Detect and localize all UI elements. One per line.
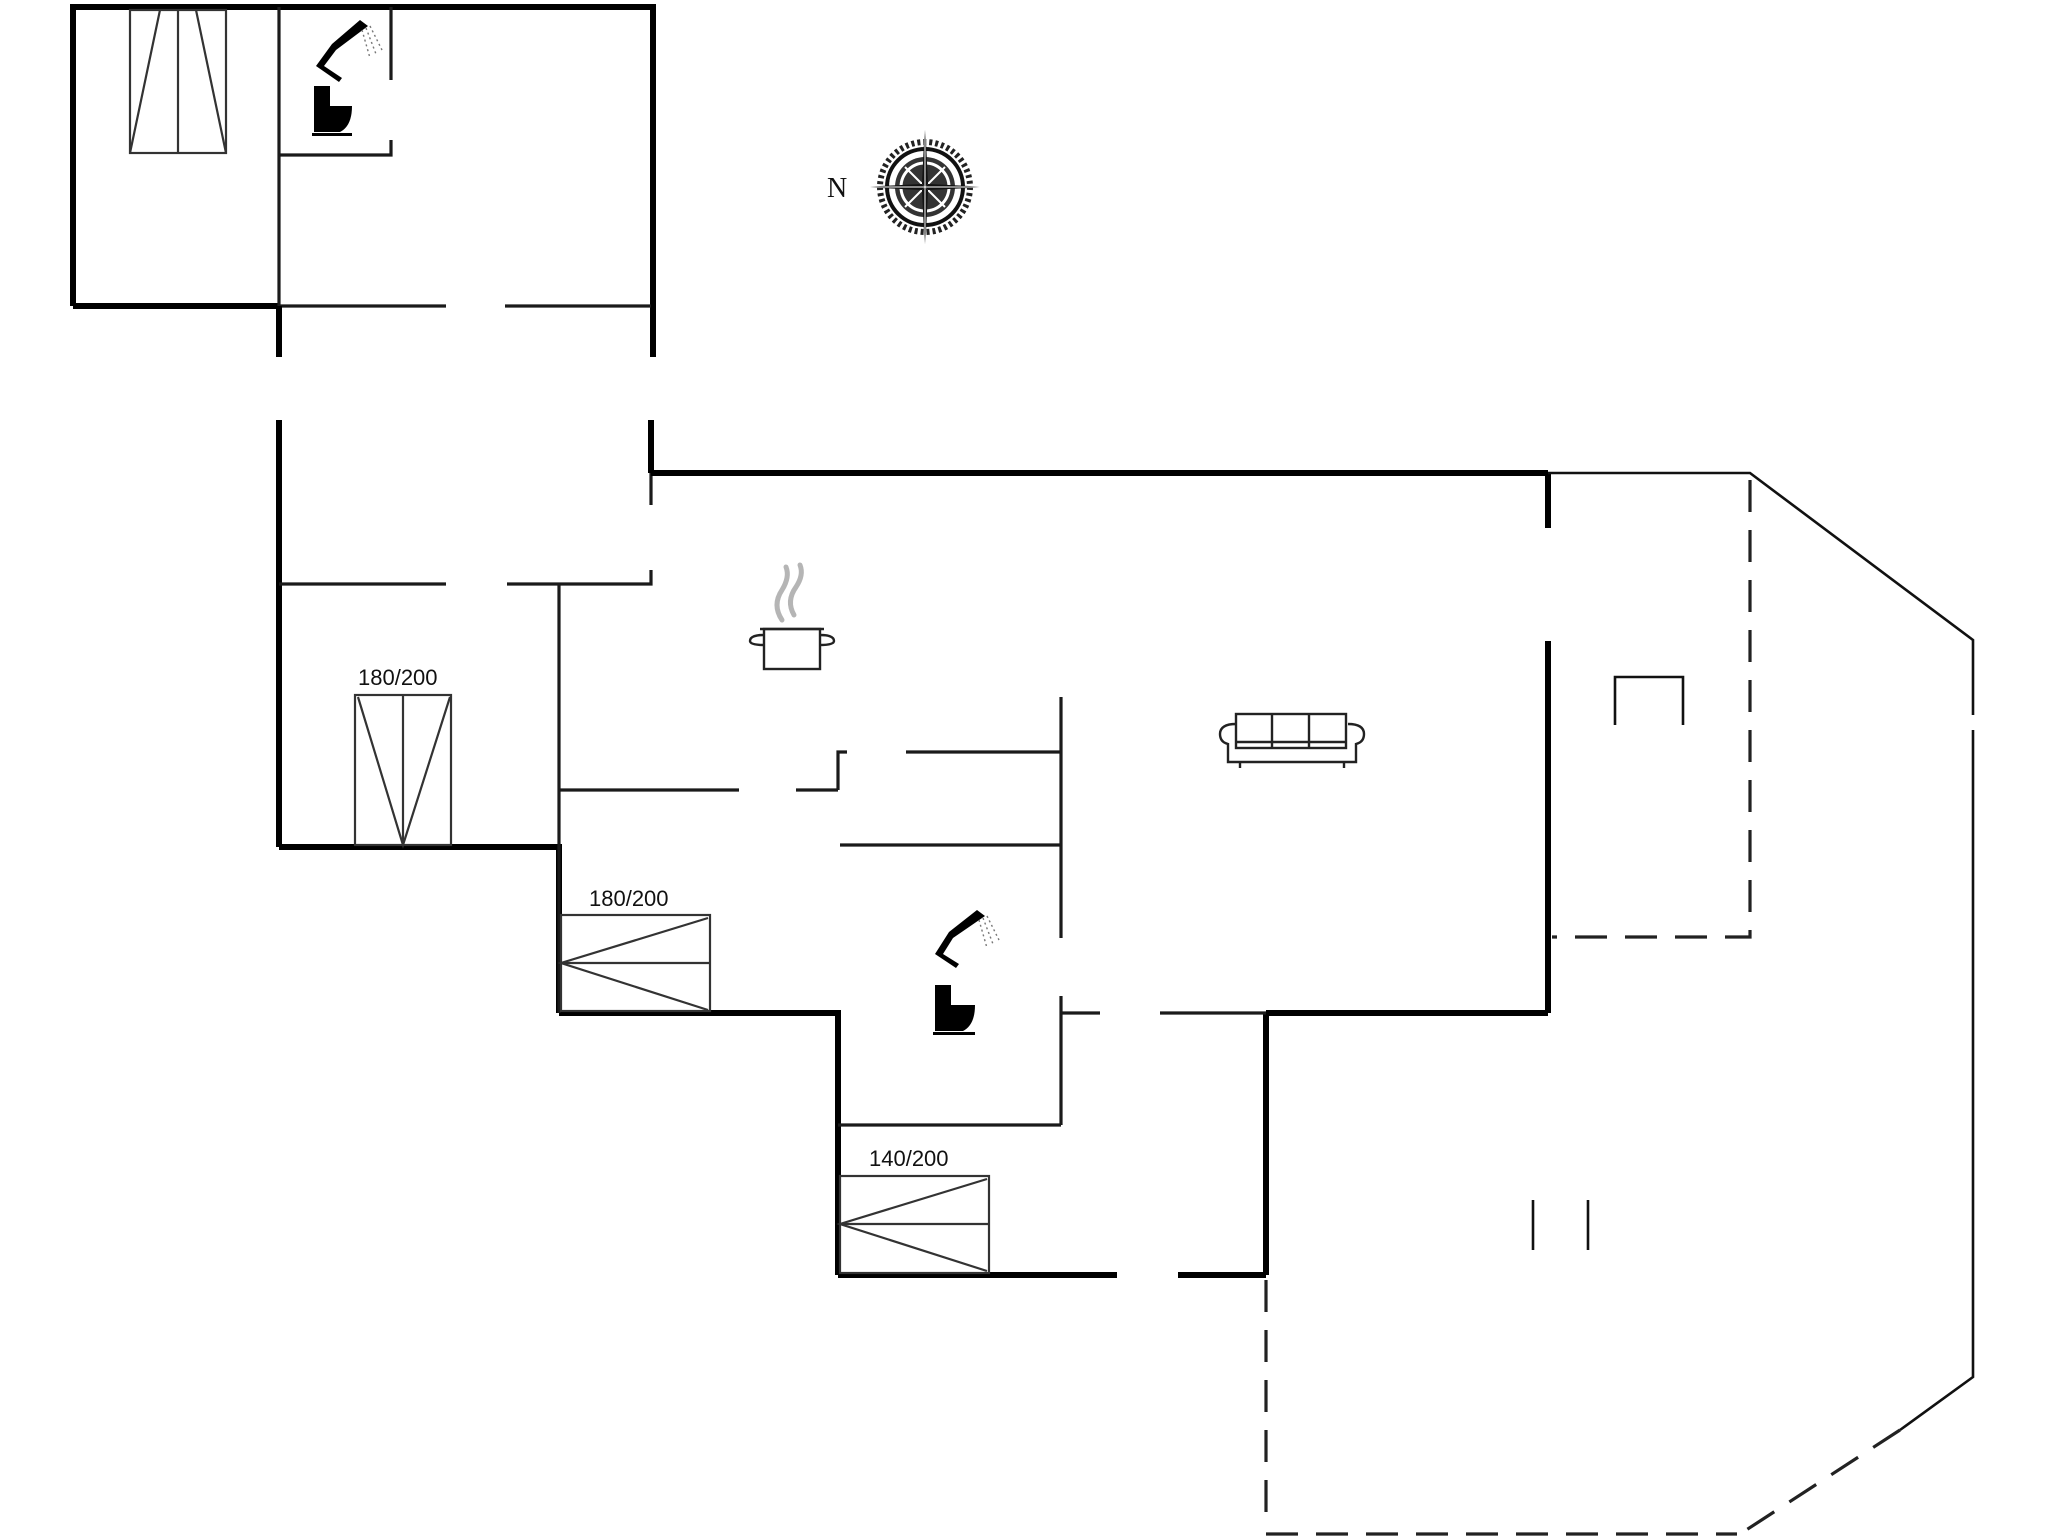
bed-middle-size-label: 180/200: [589, 886, 669, 911]
bath-shower-icon: [935, 910, 1000, 968]
bed-lower: 140/200: [836, 1146, 991, 1275]
annex-toilet-icon: [312, 86, 352, 136]
sofa-icon: [1218, 712, 1366, 768]
bed-middle: 180/200: [557, 886, 712, 1013]
terrace-bench: [1613, 675, 1685, 725]
compass-rose-icon: [860, 119, 990, 255]
bed-left: 180/200: [353, 665, 453, 849]
compass-north-label: N: [827, 173, 847, 204]
bed-lower-size-label: 140/200: [869, 1146, 949, 1171]
bath-toilet-icon: [933, 985, 975, 1035]
annex-shower-icon: [316, 20, 383, 82]
terrace: [1264, 471, 1975, 1536]
corridor-link: [276, 306, 654, 847]
annex-bed: [128, 8, 228, 155]
main-building: [279, 470, 1551, 1278]
compass: N: [827, 119, 990, 255]
annex-building: [70, 4, 656, 357]
cooking-pot-icon: [748, 562, 836, 671]
bed-left-size-label: 180/200: [358, 665, 438, 690]
